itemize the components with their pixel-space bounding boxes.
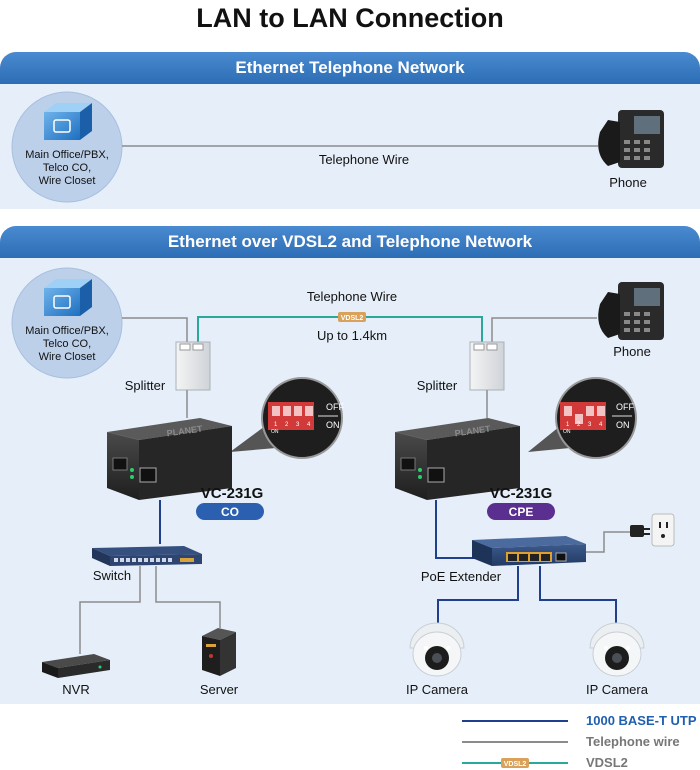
svg-text:1: 1 — [566, 422, 570, 428]
svg-text:2: 2 — [285, 422, 289, 428]
ip-camera-left-label: IP Camera — [406, 682, 469, 697]
svg-text:3: 3 — [588, 422, 592, 428]
poe-extender-label: PoE Extender — [421, 569, 502, 584]
svg-text:4: 4 — [307, 422, 311, 428]
nvr-label: NVR — [62, 682, 89, 697]
switch-label: Switch — [93, 568, 131, 583]
building-cube-icon — [44, 103, 92, 140]
section2-header: Ethernet over VDSL2 and Telephone Networ… — [0, 226, 700, 258]
office-line-1: Main Office/PBX, — [25, 149, 109, 161]
power-plug-icon — [630, 525, 650, 537]
splitter-left-label: Splitter — [125, 378, 166, 393]
co-badge-label: CO — [221, 505, 239, 519]
office-line-3: Wire Closet — [39, 351, 96, 363]
server-label: Server — [200, 682, 239, 697]
svg-text:4: 4 — [599, 422, 603, 428]
vdsl2-tag: VDSL2 — [338, 312, 366, 322]
building-cube-icon — [44, 279, 92, 316]
svg-text:OFF: OFF — [616, 402, 634, 412]
dip-switch-callout-left: OFF ON 1 2 3 4 ON — [230, 377, 344, 459]
device-left-name: VC-231G — [201, 485, 264, 502]
legend-vdsl2-label: VDSL2 — [586, 755, 628, 770]
svg-text:VDSL2: VDSL2 — [341, 315, 364, 322]
cpe-badge — [487, 503, 555, 520]
telephone-wire-label-1: Telephone Wire — [319, 152, 409, 167]
svg-text:1: 1 — [274, 422, 278, 428]
switch-server-link — [155, 566, 221, 628]
office-node-1: Main Office/PBX, Telco CO, Wire Closet — [11, 91, 123, 203]
dip-switch-callout-right: OFF ON 1 2 3 4 ON — [528, 377, 637, 459]
poe-camera-left-link — [437, 566, 519, 628]
legend-utp-label: 1000 BASE-T UTP — [586, 713, 697, 728]
power-cable — [586, 531, 630, 553]
co-badge — [196, 503, 264, 520]
ip-camera-left-icon — [409, 622, 465, 677]
utp-link-cpe-poe — [435, 500, 482, 559]
section1-header: Ethernet Telephone Network — [0, 52, 700, 84]
distance-label: Up to 1.4km — [317, 328, 387, 343]
legend: 1000 BASE-T UTP Telephone wire VDSL2 VDS… — [462, 713, 697, 770]
legend-telephone-label: Telephone wire — [586, 734, 680, 749]
ip-camera-right-icon — [589, 622, 645, 677]
telephone-wire-label-2: Telephone Wire — [307, 289, 397, 304]
power-outlet-icon — [651, 513, 675, 547]
splitter-left-icon — [175, 341, 211, 391]
ip-camera-right-label: IP Camera — [586, 682, 649, 697]
switch-nvr-link — [79, 566, 141, 654]
phone-icon — [598, 282, 664, 340]
telephone-wire-office — [122, 317, 188, 342]
svg-text:ON: ON — [616, 420, 630, 430]
svg-text:3: 3 — [296, 422, 300, 428]
office-line-2: Telco CO, — [43, 162, 91, 174]
server-icon — [202, 628, 236, 676]
device-right-name: VC-231G — [490, 485, 553, 502]
splitter-right-icon — [469, 341, 505, 391]
cpe-badge-label: CPE — [509, 505, 534, 519]
office-node-2: Main Office/PBX, Telco CO, Wire Closet — [11, 267, 123, 379]
poe-camera-right-link — [539, 566, 617, 628]
nvr-icon — [42, 654, 110, 678]
svg-text:OFF: OFF — [326, 402, 344, 412]
vc231g-cpe-device: PLANET — [395, 418, 520, 500]
poe-extender-icon — [472, 536, 586, 566]
switch-icon — [92, 546, 202, 566]
svg-text:2: 2 — [577, 422, 581, 428]
phone-icon — [598, 110, 664, 168]
svg-text:ON: ON — [271, 429, 279, 435]
office-line-2: Telco CO, — [43, 338, 91, 350]
splitter-right-label: Splitter — [417, 378, 458, 393]
svg-text:ON: ON — [563, 429, 571, 435]
vc231g-co-device: PLANET — [107, 418, 232, 500]
office-line-1: Main Office/PBX, — [25, 325, 109, 337]
svg-text:ON: ON — [326, 420, 340, 430]
legend-vdsl2-tag — [501, 758, 529, 768]
phone-label-1: Phone — [609, 175, 647, 190]
phone-label-2: Phone — [613, 344, 651, 359]
office-line-3: Wire Closet — [39, 175, 96, 187]
page-title: LAN to LAN Connection — [196, 3, 504, 33]
telephone-wire-phone — [491, 317, 597, 342]
svg-text:VDSL2: VDSL2 — [504, 761, 527, 768]
